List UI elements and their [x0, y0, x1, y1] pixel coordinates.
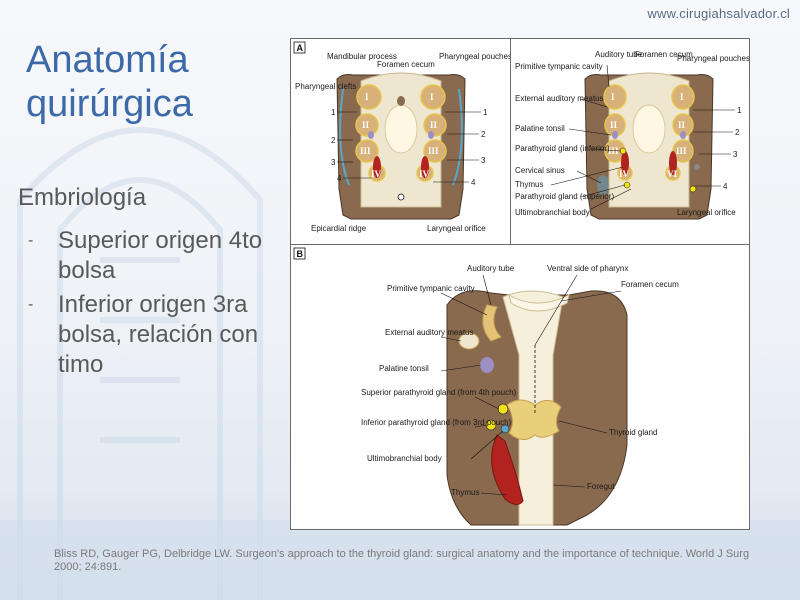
number-label: 2 — [735, 128, 740, 137]
number-label: 4 — [337, 174, 342, 183]
embryo-diagram-a-right: I I II II III III IV VI Auditory tube Fo… — [515, 50, 749, 220]
label-laryngeal-orifice: Laryngeal orifice — [677, 208, 736, 217]
label-primitive-tympanic-cavity: Primitive tympanic cavity — [515, 62, 603, 71]
roman-label: IV — [419, 169, 430, 179]
label-epicardial-ridge: Epicardial ridge — [311, 224, 367, 233]
site-url: www.cirugiahsalvador.cl — [647, 6, 790, 21]
label-inferior-parathyroid: Inferior parathyroid gland (from 3rd pou… — [361, 418, 512, 427]
number-label: 1 — [331, 108, 336, 117]
roman-label: IV — [371, 169, 382, 179]
label-thyroid-gland: Thyroid gland — [609, 428, 657, 437]
roman-label: III — [608, 146, 619, 156]
label-primitive-tympanic-cavity: Primitive tympanic cavity — [387, 284, 475, 293]
label-ultimobranchial-body: Ultimobranchial body — [515, 208, 590, 217]
label-foramen-cecum: Foramen cecum — [621, 280, 679, 289]
figure-panel-a-left: A I I II II III III IV IV Mandibular pro… — [290, 38, 512, 246]
roman-label: III — [676, 146, 687, 156]
label-foramen-cecum: Foramen cecum — [635, 50, 693, 59]
label-foregut: Foregut — [587, 482, 615, 491]
thyroid-parathyroid-diagram: B Auditory tube Ventral side of pharynx … — [293, 247, 679, 526]
panel-letter: B — [297, 249, 304, 259]
number-label: 1 — [737, 106, 742, 115]
bullet-item: - Inferior origen 3ra bolsa, relación con… — [28, 290, 278, 380]
label-ventral-side-of-pharynx: Ventral side of pharynx — [547, 264, 628, 273]
bullet-text: Inferior origen 3ra bolsa, relación con … — [58, 291, 259, 378]
number-label: 3 — [481, 156, 486, 165]
number-label: 4 — [723, 182, 728, 191]
label-external-auditory-meatus: External auditory meatus — [385, 328, 474, 337]
panel-letter: A — [297, 43, 304, 53]
label-foramen-cecum: Foramen cecum — [377, 60, 435, 69]
number-label: 2 — [331, 136, 336, 145]
bullet-dash: - — [28, 296, 34, 313]
bullet-text: Superior origen 4to bolsa — [58, 227, 263, 284]
label-thymus: Thymus — [515, 180, 543, 189]
roman-label: VI — [667, 169, 677, 179]
label-parathyroid-superior: Parathyroid gland (superior) — [515, 192, 614, 201]
label-auditory-tube: Auditory tube — [595, 50, 643, 59]
roman-label: I — [365, 92, 369, 102]
label-laryngeal-orifice: Laryngeal orifice — [427, 224, 486, 233]
label-external-auditory-meatus: External auditory meatus — [515, 94, 604, 103]
label-parathyroid-inferior: Parathyroid gland (inferior) — [515, 144, 610, 153]
bullet-dash: - — [28, 232, 34, 249]
roman-label: III — [428, 146, 439, 156]
roman-label: I — [680, 92, 684, 102]
roman-label: IV — [619, 169, 630, 179]
slide-title: Anatomía quirúrgica — [26, 39, 193, 125]
embryo-diagram-a-left: A I I II II III III IV IV Mandibular pro… — [293, 41, 511, 233]
label-pharyngeal-pouches: Pharyngeal pouches — [439, 52, 511, 61]
figure-panel-a-right: I I II II III III IV VI Auditory tube Fo… — [510, 38, 750, 246]
label-ultimobranchial-body: Ultimobranchial body — [367, 454, 442, 463]
label-palatine-tonsil: Palatine tonsil — [379, 364, 429, 373]
label-superior-parathyroid: Superior parathyroid gland (from 4th pou… — [361, 388, 517, 397]
number-label: 3 — [331, 158, 336, 167]
label-thymus: Thymus — [451, 488, 479, 497]
number-label: 3 — [733, 150, 738, 159]
roman-label: III — [360, 146, 371, 156]
label-mandibular-process: Mandibular process — [327, 52, 397, 61]
label-auditory-tube: Auditory tube — [467, 264, 515, 273]
roman-label: II — [362, 120, 370, 130]
label-cervical-sinus: Cervical sinus — [515, 166, 565, 175]
bullet-item: - Superior origen 4to bolsa — [28, 226, 278, 286]
number-label: 1 — [483, 108, 488, 117]
number-label: 2 — [481, 130, 486, 139]
label-palatine-tonsil: Palatine tonsil — [515, 124, 565, 133]
slide-subtitle: Embriología — [18, 184, 147, 211]
bullet-list: - Superior origen 4to bolsa - Inferior ori… — [28, 226, 278, 384]
label-pharyngeal-pouches: Pharyngeal pouches — [677, 54, 749, 63]
roman-label: I — [611, 92, 615, 102]
citation-text: Bliss RD, Gauger PG, Delbridge LW. Surge… — [54, 548, 750, 573]
roman-label: I — [430, 92, 434, 102]
roman-label: II — [678, 120, 686, 130]
roman-label: II — [610, 120, 618, 130]
figure-panel-b: B Auditory tube Ventral side of pharynx … — [290, 244, 750, 530]
number-label: 4 — [471, 178, 476, 187]
label-pharyngeal-clefts: Pharyngeal clefts — [295, 82, 356, 91]
roman-label: II — [430, 120, 438, 130]
